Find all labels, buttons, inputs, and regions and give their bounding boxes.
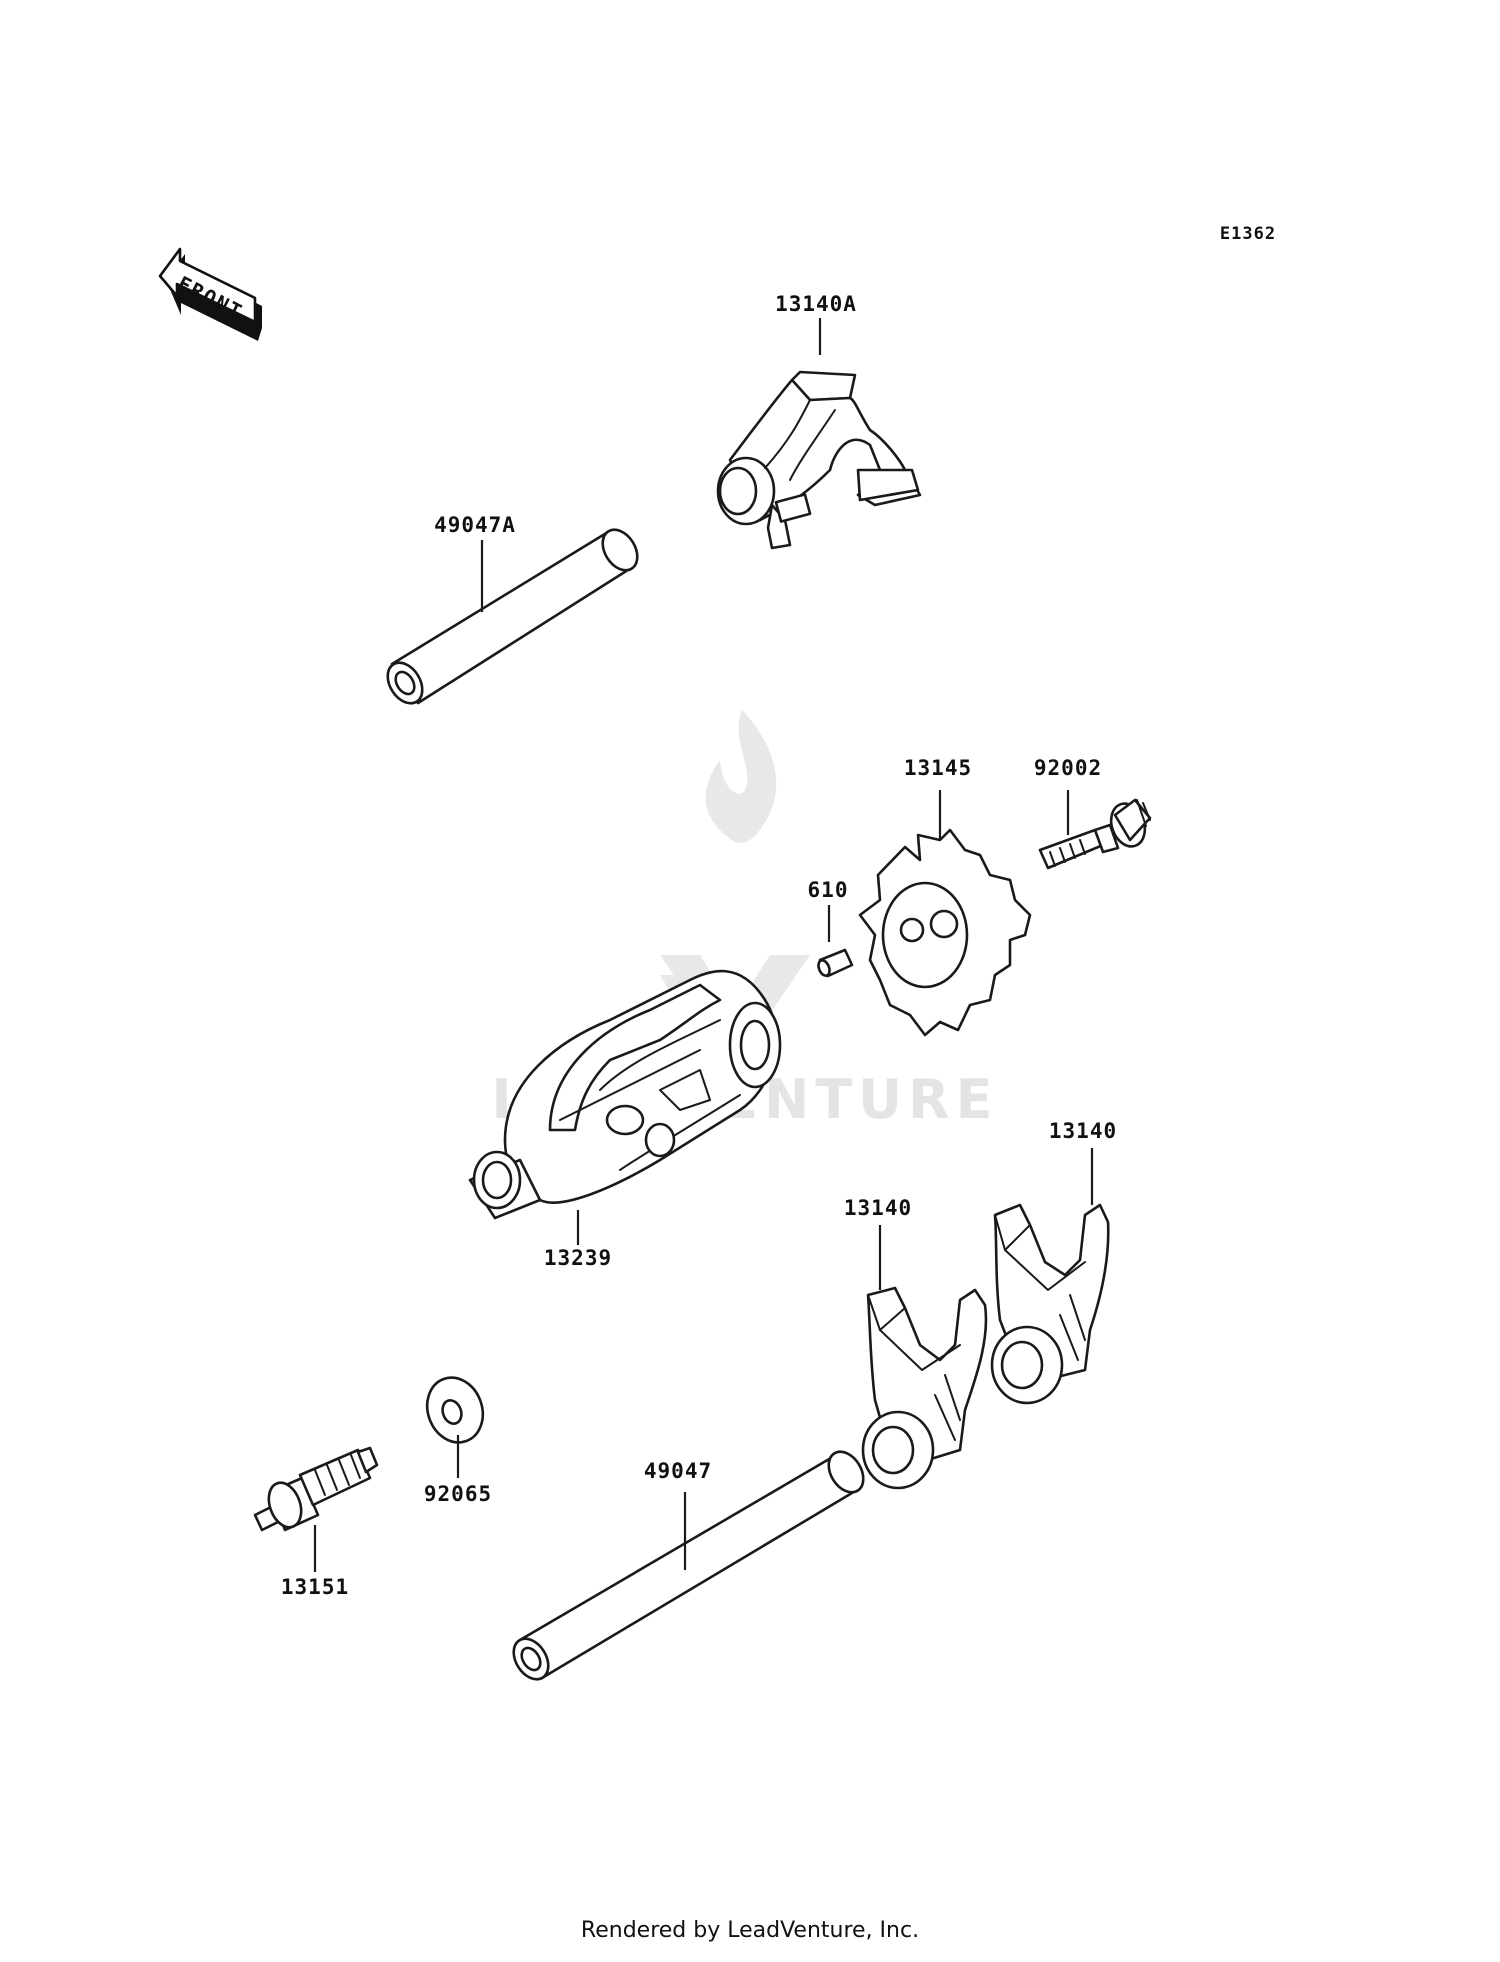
shift-fork-13140a [716, 370, 922, 550]
pin-610 [817, 948, 854, 978]
label-92002: 92002 [1034, 756, 1102, 780]
label-13151: 13151 [281, 1575, 349, 1599]
shift-drum-13239 [468, 969, 782, 1220]
shift-fork-13140-b [990, 1203, 1110, 1405]
label-92065: 92065 [424, 1482, 492, 1506]
shift-rod-49047 [512, 1450, 865, 1681]
label-49047: 49047 [644, 1459, 712, 1483]
label-13140-b: 13140 [1049, 1119, 1117, 1143]
shift-fork-13140-a [861, 1286, 988, 1490]
diagram-code: E1362 [1220, 224, 1276, 244]
label-49047a: 49047A [434, 513, 516, 537]
front-arrow-icon: FRONT [158, 247, 262, 341]
shift-rod-49047a [386, 528, 639, 705]
label-13239: 13239 [544, 1246, 612, 1270]
label-610: 610 [808, 878, 849, 902]
bolt-92002 [1038, 798, 1152, 870]
label-13145: 13145 [904, 756, 972, 780]
plunger-13151 [253, 1446, 379, 1532]
shift-drum-cam-13145 [858, 828, 1032, 1037]
footer-credit: Rendered by LeadVenture, Inc. [580, 1918, 920, 1943]
washer-92065 [425, 1376, 485, 1444]
label-13140-a: 13140 [844, 1196, 912, 1220]
label-13140a: 13140A [775, 292, 857, 316]
